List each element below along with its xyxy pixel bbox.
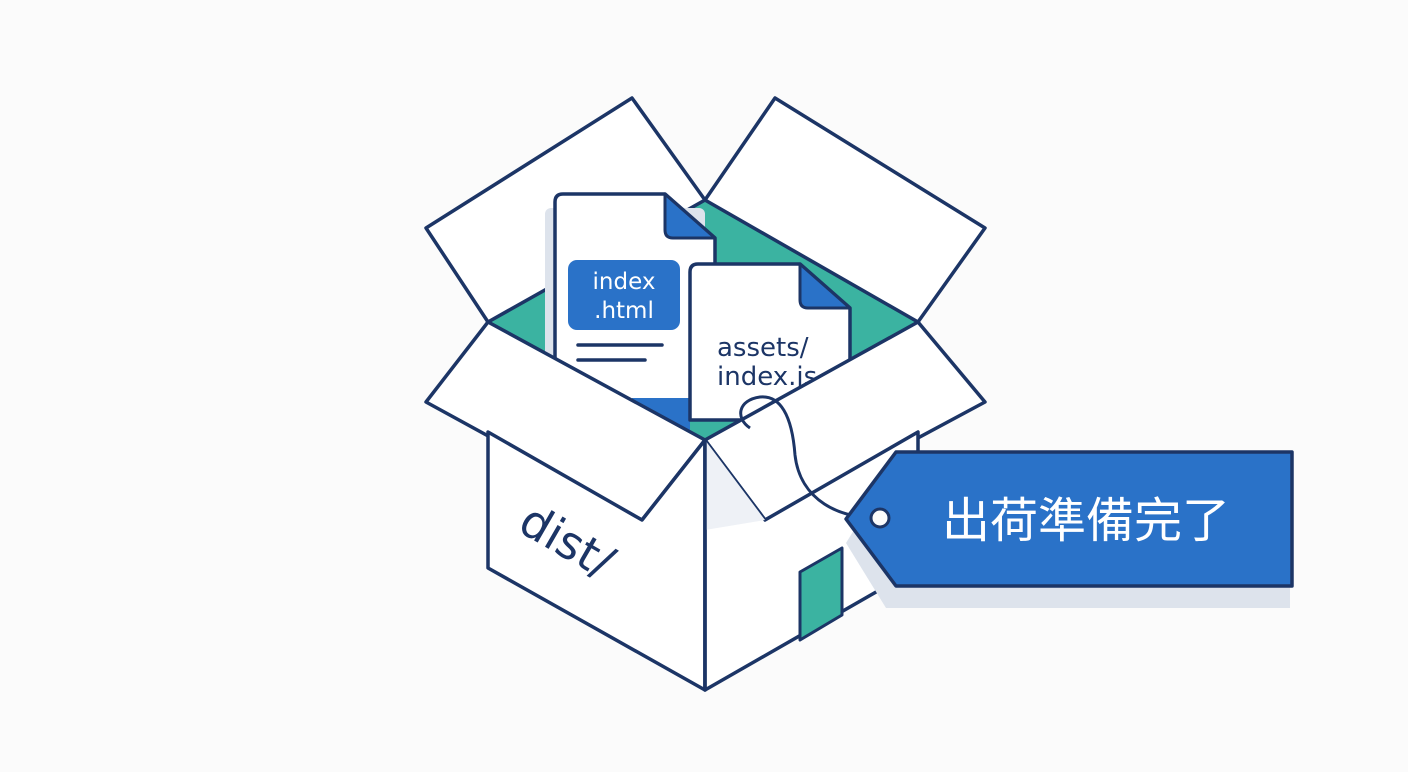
box-side-window [798,546,844,642]
file-2-name-line1: assets/ [717,333,809,363]
tag-string [739,395,881,519]
box-back-right-flap [703,96,987,324]
tag-label: 出荷準備完了 [942,493,1230,549]
file-1-name-line2: .html [594,298,654,324]
file-1-name-line1: index [593,269,656,295]
shipping-tag: 出荷準備完了 [844,450,1294,608]
html-file-label-badge [568,260,680,330]
